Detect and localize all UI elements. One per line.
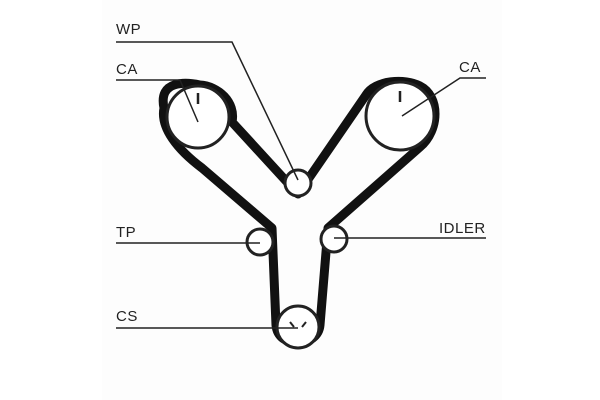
camshaft-pulley-right: [364, 80, 436, 152]
label-tp: TP: [116, 224, 137, 241]
crankshaft-pulley: [275, 304, 321, 350]
label-wp: WP: [116, 21, 142, 38]
leader-line-wp: [116, 41, 299, 181]
label-ca-right: CA: [459, 59, 481, 76]
label-cs: CS: [116, 308, 138, 325]
idler-pulley: [319, 224, 349, 254]
label-ca-left: CA: [116, 61, 138, 78]
leader-lines: [116, 41, 486, 329]
label-idler: IDLER: [439, 220, 486, 237]
tensioner-pulley: [245, 227, 275, 257]
water-pump-pulley: [283, 168, 313, 198]
camshaft-pulley-left: [165, 84, 231, 150]
leader-line-ca-left: [116, 79, 199, 123]
leader-line-ca-right: [401, 77, 486, 117]
